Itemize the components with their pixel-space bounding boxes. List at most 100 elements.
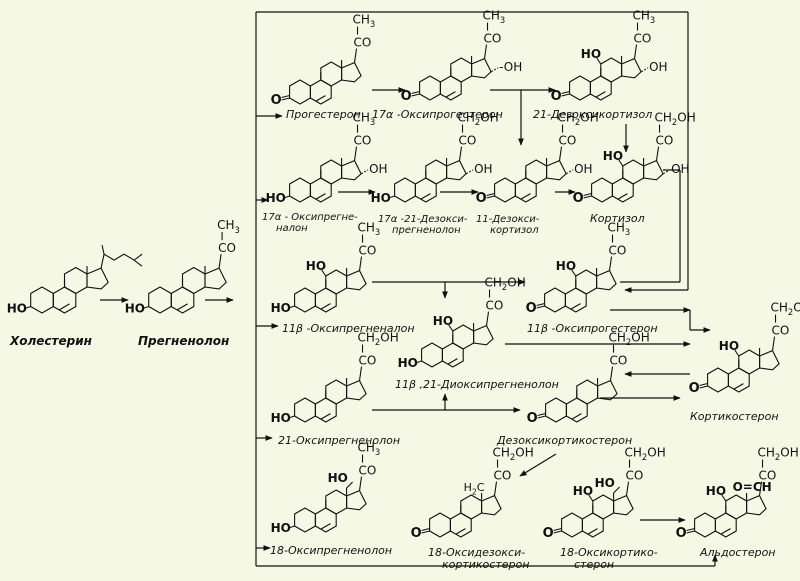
hydroxyl-bond	[588, 494, 594, 502]
ketone-bond	[561, 90, 570, 95]
compound-label-oh17-progesterone: 17α -Оксипрогестерон	[372, 108, 503, 121]
c17-hydroxyl-label: OH	[369, 162, 387, 176]
ring-d	[613, 494, 634, 516]
compound-label-oh11b-pregnenalone: 11β -Оксипрегненалон	[282, 322, 415, 335]
side-chain-bond	[625, 481, 630, 496]
double-bond	[720, 528, 731, 535]
side-chain-bond	[608, 256, 613, 271]
compound-label-oh17-pregnenolone: 17α - Оксипрегне-	[262, 212, 358, 223]
ketone-bond	[699, 385, 708, 389]
ring-c	[320, 159, 343, 185]
keto-oxygen-label: O	[551, 89, 562, 104]
side-chain-bond	[353, 146, 358, 161]
ring-d	[341, 159, 362, 181]
c17-hydroxyl-bond	[662, 169, 671, 175]
compound-label-corticosterone: Кортикостерон	[690, 410, 779, 423]
keto-oxygen-label: O	[573, 191, 584, 206]
hydroxyl-bond	[734, 349, 740, 357]
side-chain-bond	[633, 44, 638, 59]
keto-oxygen-label: O	[543, 526, 554, 541]
double-bond	[595, 91, 606, 98]
keto-oxygen-label: O	[676, 526, 687, 541]
compound-label-oxypregnenolone-21: 21-Оксипрегненолон	[278, 434, 400, 447]
double-bond	[320, 413, 331, 420]
ring-a	[694, 512, 716, 538]
ring-c	[452, 324, 475, 350]
compound-label-oh17-pregnenolone: налон	[276, 223, 308, 234]
ring-c	[600, 57, 623, 83]
structure-cholesterol: HO	[7, 245, 143, 316]
hydroxymethyl-label: CH2OH	[358, 331, 399, 348]
double-bond	[445, 91, 456, 98]
ketone-bond	[686, 527, 695, 532]
hydroxyl-bond	[288, 305, 295, 309]
ring-d	[643, 159, 664, 181]
double-bond	[520, 193, 531, 200]
ring-a	[294, 397, 316, 423]
hydroxyl-label: HO	[271, 301, 291, 315]
carbonyl-label: CO	[218, 241, 236, 255]
ring-c	[325, 379, 348, 405]
ketone-bond	[486, 192, 495, 197]
hydroxyl-bond	[388, 195, 395, 199]
ketone-bond	[411, 90, 420, 95]
compound-label-deoxypregnenolone-17a-21: 17α -21-Дезокси-	[378, 214, 468, 225]
ring-c	[63, 266, 88, 295]
hydroxymethyl-label: CH2OH	[771, 301, 800, 318]
hydroxymethyl-label: CH2OH	[609, 331, 650, 348]
ring-c	[325, 489, 348, 515]
double-bond	[320, 303, 331, 310]
ring-d	[597, 379, 618, 401]
ketone-bond	[561, 93, 570, 97]
methyl-group-label: CH3	[358, 441, 381, 458]
c11-hydroxyl-label: HO	[556, 259, 576, 273]
hydroxyl-bond	[448, 324, 454, 332]
arrow-doc-to-18oxydoc	[519, 453, 557, 477]
cholesterol-side-chain	[100, 253, 143, 269]
side-chain-bond	[358, 256, 363, 271]
double-bond	[420, 193, 431, 200]
double-bond	[455, 528, 466, 535]
c18-hydroxyl-label: HO	[595, 476, 615, 490]
ring-a	[561, 512, 583, 538]
carbonyl-label: CO	[359, 244, 377, 258]
carbonyl-label: CO	[494, 469, 512, 483]
ring-b	[170, 286, 195, 314]
compound-label-oh11b-progesterone: 11β -Оксипрогестерон	[527, 322, 658, 335]
ring-a	[544, 287, 566, 313]
c11-hydroxyl-label: HO	[581, 47, 601, 61]
carbonyl-label: CO	[354, 36, 372, 50]
compound-label-oxycorticosterone-18: стерон	[574, 558, 614, 571]
ring-d	[446, 159, 467, 181]
c17-hydroxyl-bond	[565, 169, 574, 175]
hydroxyl-label: HO	[125, 302, 145, 316]
ring-d	[759, 349, 780, 371]
ketone-bond	[699, 382, 708, 387]
ring-b	[52, 286, 77, 314]
side-chain-bond	[758, 481, 763, 496]
compound-label-deoxypregnenolone-17a-21: прегненолон	[392, 225, 461, 236]
double-bond	[570, 303, 581, 310]
ring-d	[746, 494, 767, 516]
keto-oxygen-label: O	[526, 301, 537, 316]
ring-c	[181, 266, 206, 295]
ring-c	[592, 494, 615, 520]
methyl-group-label: CH3	[353, 13, 376, 30]
carbonyl-label: CO	[354, 134, 372, 148]
ketone-bond	[281, 94, 290, 99]
hydroxyl-bond	[721, 494, 727, 502]
carbonyl-label: CO	[459, 134, 477, 148]
carbonyl-label: CO	[610, 354, 628, 368]
ring-c	[450, 57, 473, 83]
carbonyl-label: CO	[634, 32, 652, 46]
side-chain-bond	[558, 146, 563, 161]
